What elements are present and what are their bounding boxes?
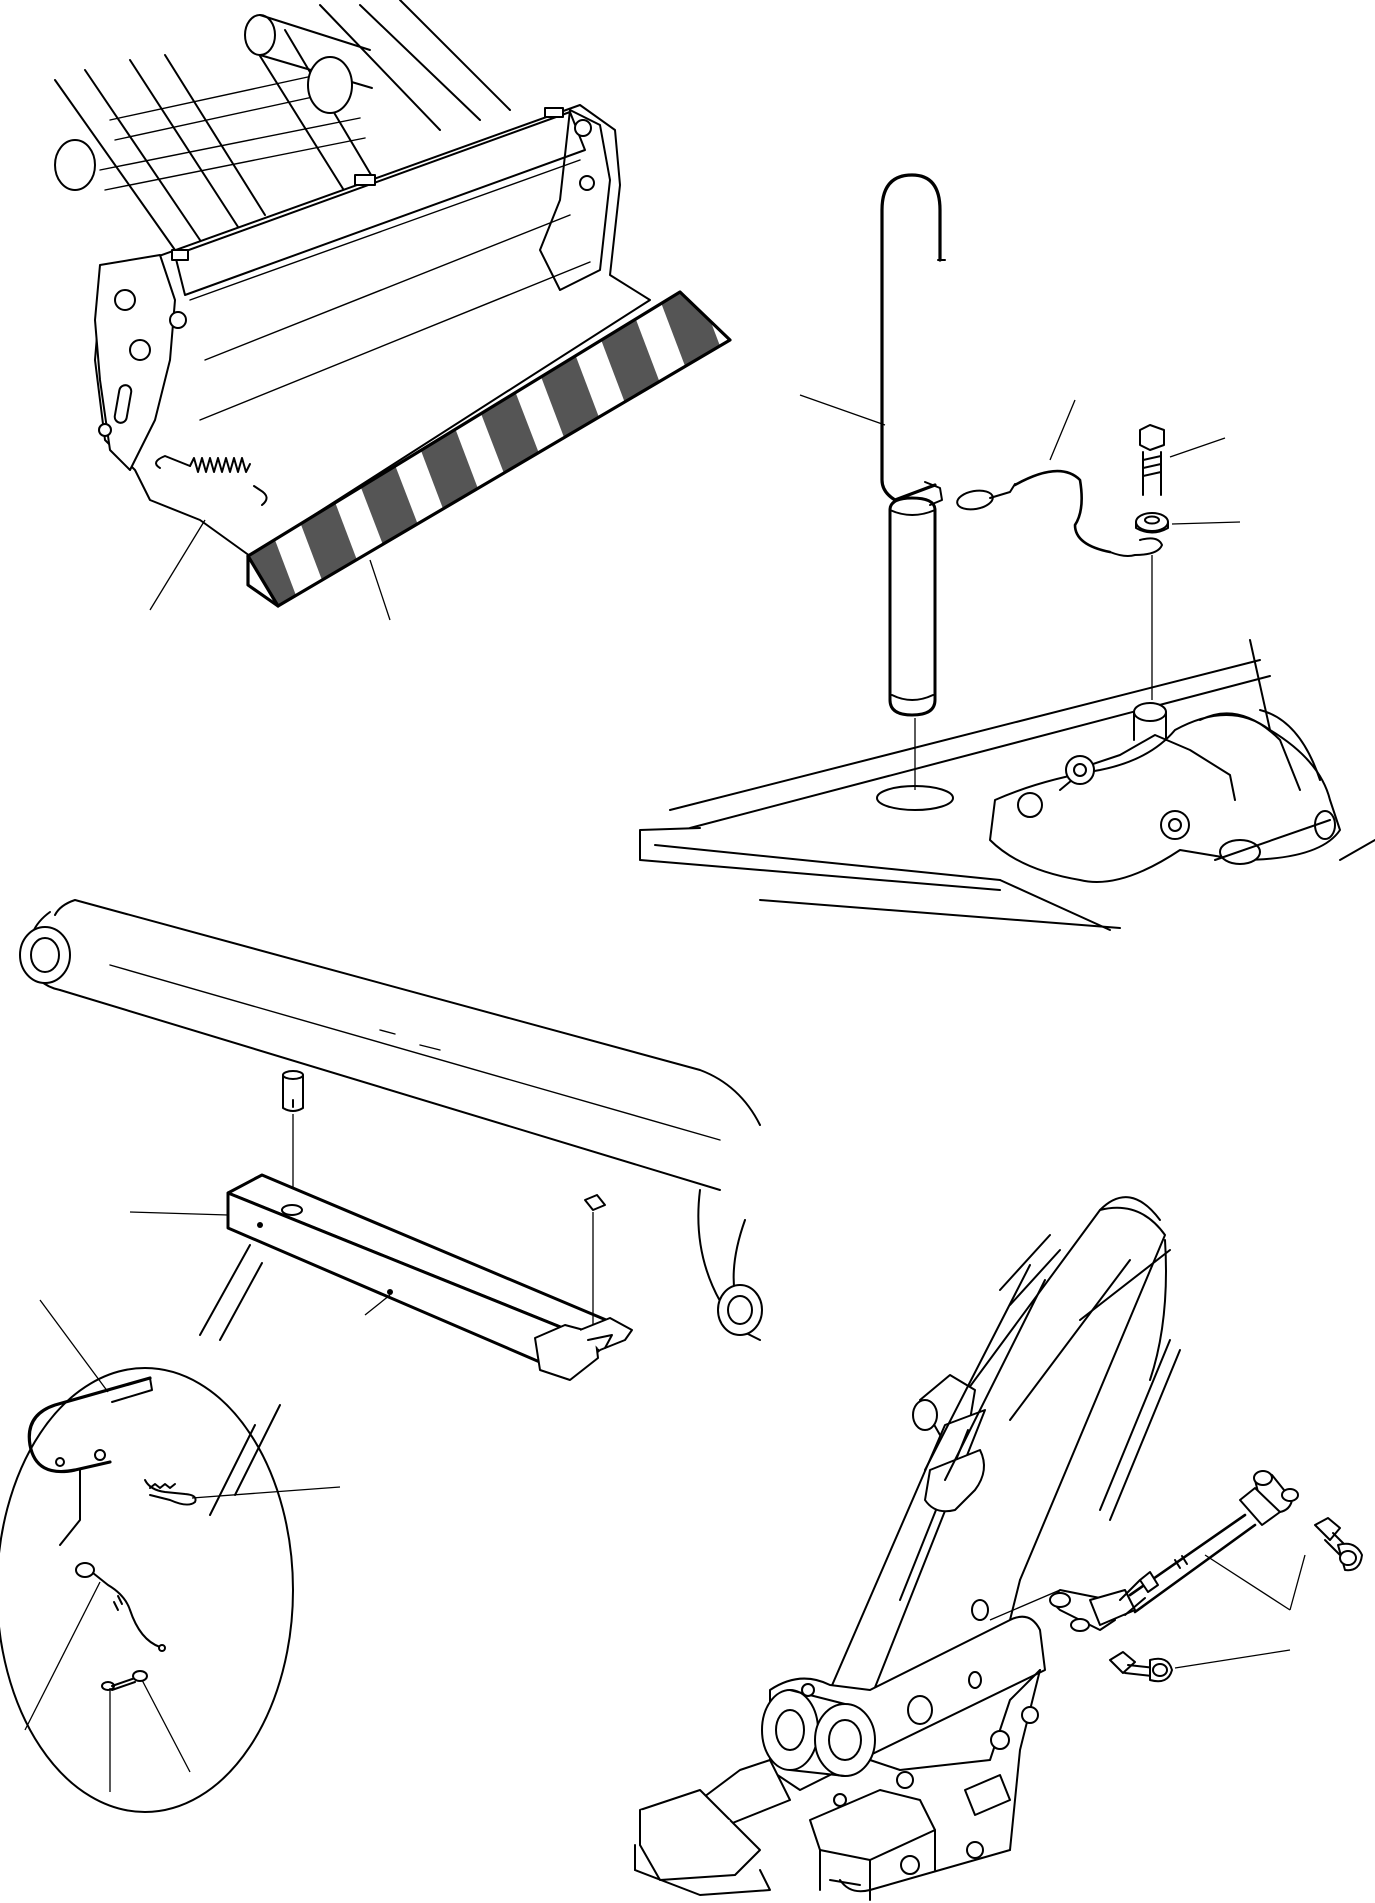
leader-bar [129, 1211, 229, 1216]
ring [75, 1562, 95, 1578]
detail-pin [27, 1376, 153, 1546]
washer [1135, 512, 1169, 534]
figure-boom-safety-chain [634, 1196, 1363, 1901]
boom-base [761, 1615, 1046, 1893]
tension-spring [155, 455, 268, 506]
leader-guard [369, 559, 391, 621]
leader-clip [191, 1486, 341, 1499]
leader-washer [1171, 521, 1241, 525]
leader-washer-detail [141, 1679, 191, 1773]
leader-bolt [1169, 437, 1226, 458]
pivot-boss-left [54, 139, 96, 191]
detail-circle [0, 1367, 294, 1813]
leader-hook [799, 394, 886, 426]
figure-lock-pin [639, 173, 1375, 931]
leader-spring [149, 519, 206, 611]
pivot-boss-top [244, 14, 276, 56]
bolt [1139, 424, 1165, 496]
cross-tube [307, 56, 353, 114]
chain-assembly [1049, 1470, 1299, 1632]
leader-ring [24, 1581, 101, 1731]
detail-washer [132, 1670, 148, 1682]
locking-pin [282, 1070, 304, 1112]
fixing-bolts [1109, 1517, 1363, 1683]
figure-arm-safety-bar [0, 899, 763, 1813]
hydraulic-cylinder [829, 1234, 1061, 1701]
leader-cable [1049, 399, 1076, 461]
foot-block-right [809, 1706, 1039, 1901]
figure-bucket-guard [54, 0, 732, 621]
chain-anchor-hole [971, 1599, 989, 1621]
bracket-boss [1133, 702, 1167, 722]
tether-cable [956, 469, 1163, 557]
lock-bracket [989, 714, 1341, 883]
r-clip [144, 1479, 197, 1506]
foot-block-left [634, 1759, 791, 1896]
bucket-body [94, 104, 651, 557]
leader-pin [39, 1299, 109, 1393]
hook-handle-pin [880, 173, 946, 717]
cable [92, 1572, 166, 1652]
leader-bar-bottom [364, 1294, 391, 1316]
screw [101, 1677, 136, 1691]
safety-bar [226, 1173, 633, 1381]
